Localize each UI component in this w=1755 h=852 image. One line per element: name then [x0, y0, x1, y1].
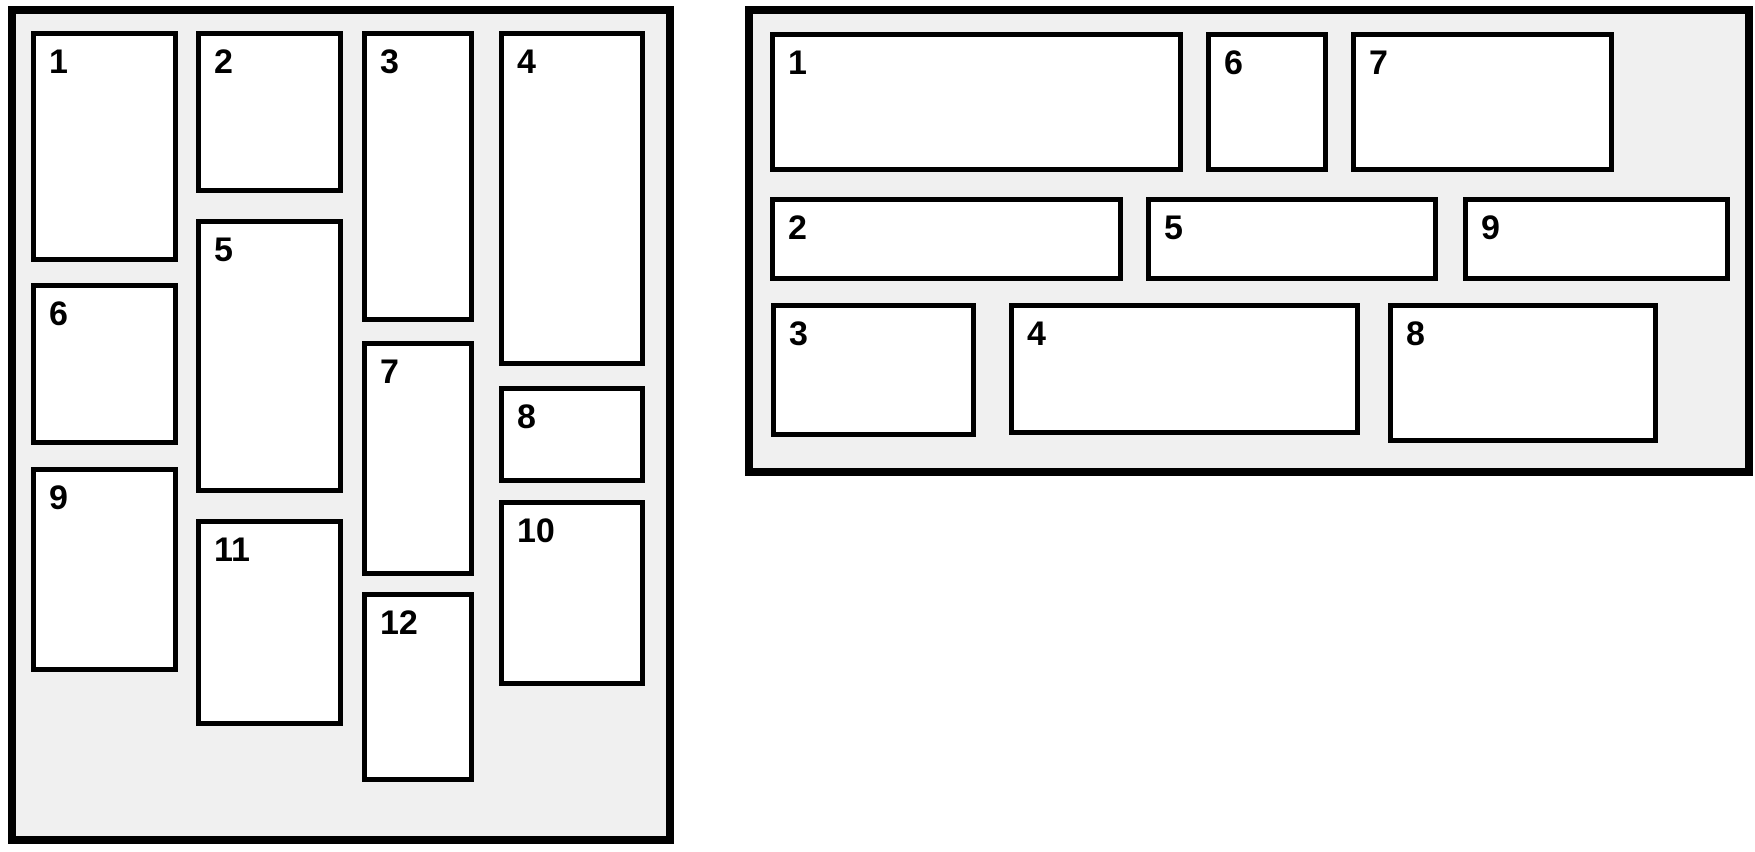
- box-number-label: 10: [517, 512, 555, 550]
- box-number-label: 2: [788, 209, 807, 247]
- box-number-label: 4: [1027, 315, 1046, 353]
- right-box-8: 8: [1388, 303, 1658, 443]
- right-box-9: 9: [1463, 197, 1730, 281]
- left-box-3: 3: [362, 31, 474, 322]
- box-number-label: 7: [1369, 44, 1388, 82]
- box-number-label: 2: [214, 43, 233, 81]
- right-box-6: 6: [1206, 32, 1328, 172]
- box-number-label: 3: [380, 43, 399, 81]
- box-number-label: 11: [214, 531, 250, 569]
- left-box-4: 4: [499, 31, 645, 366]
- box-number-label: 4: [517, 43, 536, 81]
- box-number-label: 9: [49, 479, 68, 517]
- box-number-label: 8: [1406, 315, 1425, 353]
- left-box-7: 7: [362, 341, 474, 576]
- box-number-label: 5: [1164, 209, 1183, 247]
- left-box-9: 9: [31, 467, 178, 672]
- box-number-label: 8: [517, 398, 536, 436]
- left-box-1: 1: [31, 31, 178, 262]
- box-number-label: 3: [789, 315, 808, 353]
- left-box-12: 12: [362, 592, 474, 782]
- left-masonry-panel: 1 2 3 4 5 6 7 8 9 10 11 12: [8, 6, 674, 844]
- right-box-1: 1: [770, 32, 1183, 172]
- box-number-label: 1: [788, 44, 807, 82]
- box-number-label: 1: [49, 43, 68, 81]
- box-number-label: 12: [380, 604, 418, 642]
- left-box-5: 5: [196, 219, 343, 493]
- left-box-6: 6: [31, 283, 178, 445]
- box-number-label: 5: [214, 231, 233, 269]
- right-box-5: 5: [1146, 197, 1438, 281]
- left-box-11: 11: [196, 519, 343, 726]
- box-number-label: 6: [49, 295, 68, 333]
- right-box-7: 7: [1351, 32, 1614, 172]
- box-number-label: 6: [1224, 44, 1243, 82]
- left-box-2: 2: [196, 31, 343, 193]
- right-box-2: 2: [770, 197, 1123, 281]
- box-number-label: 7: [380, 353, 399, 391]
- left-box-10: 10: [499, 500, 645, 686]
- right-masonry-panel: 1 2 3 4 5 6 7 8 9: [745, 6, 1753, 476]
- left-box-8: 8: [499, 386, 645, 483]
- right-box-4: 4: [1009, 303, 1360, 435]
- box-number-label: 9: [1481, 209, 1500, 247]
- right-box-3: 3: [771, 303, 976, 437]
